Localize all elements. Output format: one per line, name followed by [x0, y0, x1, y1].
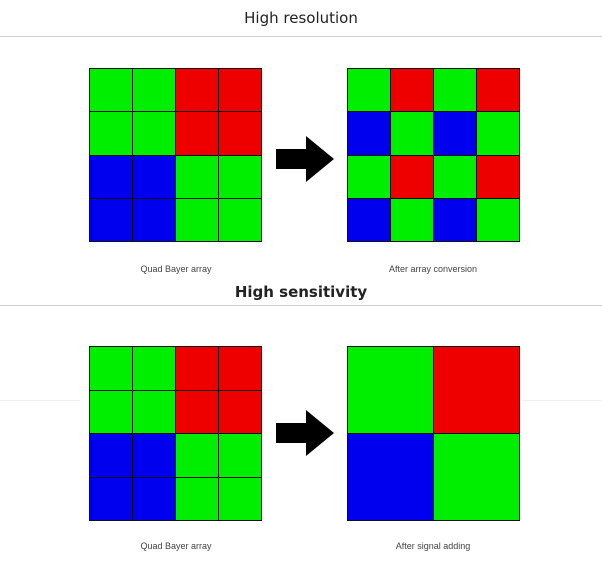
- right-arrow-icon: [276, 136, 334, 182]
- red-pixel: [477, 155, 519, 198]
- green-pixel: [133, 112, 175, 155]
- red-pixel: [219, 69, 261, 112]
- green-pixel: [90, 390, 132, 433]
- green-pixel: [477, 198, 519, 241]
- blue-pixel: [434, 198, 476, 241]
- section-title-high-resolution: High resolution: [244, 9, 358, 27]
- red-pixel: [176, 69, 218, 112]
- after-array-conversion-grid: [347, 68, 520, 242]
- divider: [522, 400, 602, 401]
- right-arrow-icon: [276, 410, 334, 456]
- red-pixel: [391, 155, 433, 198]
- blue-pixel: [348, 112, 390, 155]
- green-pixel: [219, 477, 261, 520]
- divider: [0, 400, 80, 401]
- quad-bayer-array-grid: [89, 346, 262, 521]
- divider: [0, 36, 602, 37]
- green-pixel: [348, 347, 433, 433]
- green-pixel: [477, 112, 519, 155]
- green-pixel: [90, 112, 132, 155]
- blue-pixel: [90, 155, 132, 198]
- red-pixel: [219, 390, 261, 433]
- red-pixel: [434, 347, 519, 433]
- red-pixel: [219, 112, 261, 155]
- blue-pixel: [434, 112, 476, 155]
- red-pixel: [176, 390, 218, 433]
- caption-quad-bayer-array: Quad Bayer array: [140, 264, 212, 274]
- red-pixel: [219, 347, 261, 390]
- blue-pixel: [133, 434, 175, 477]
- red-pixel: [176, 112, 218, 155]
- blue-pixel: [348, 198, 390, 241]
- green-pixel: [391, 112, 433, 155]
- green-pixel: [133, 390, 175, 433]
- red-pixel: [391, 69, 433, 112]
- blue-pixel: [90, 477, 132, 520]
- divider: [0, 305, 602, 306]
- green-pixel: [176, 477, 218, 520]
- blue-pixel: [133, 155, 175, 198]
- green-pixel: [219, 434, 261, 477]
- green-pixel: [219, 155, 261, 198]
- caption-quad-bayer-array: Quad Bayer array: [140, 541, 212, 551]
- blue-pixel: [133, 477, 175, 520]
- green-pixel: [391, 198, 433, 241]
- green-pixel: [434, 155, 476, 198]
- blue-pixel: [133, 198, 175, 241]
- after-signal-adding-grid: [347, 346, 520, 521]
- quad-bayer-array-grid: [89, 68, 262, 242]
- green-pixel: [90, 69, 132, 112]
- red-pixel: [477, 69, 519, 112]
- red-pixel: [176, 347, 218, 390]
- green-pixel: [434, 434, 519, 520]
- blue-pixel: [348, 434, 433, 520]
- green-pixel: [176, 434, 218, 477]
- caption-after-signal-adding: After signal adding: [395, 541, 471, 551]
- green-pixel: [176, 198, 218, 241]
- green-pixel: [434, 69, 476, 112]
- green-pixel: [348, 155, 390, 198]
- green-pixel: [133, 69, 175, 112]
- caption-after-array-conversion: After array conversion: [388, 264, 478, 274]
- green-pixel: [90, 347, 132, 390]
- green-pixel: [176, 155, 218, 198]
- blue-pixel: [90, 198, 132, 241]
- blue-pixel: [90, 434, 132, 477]
- green-pixel: [219, 198, 261, 241]
- green-pixel: [133, 347, 175, 390]
- green-pixel: [348, 69, 390, 112]
- section-title-high-sensitivity: High sensitivity: [234, 283, 368, 301]
